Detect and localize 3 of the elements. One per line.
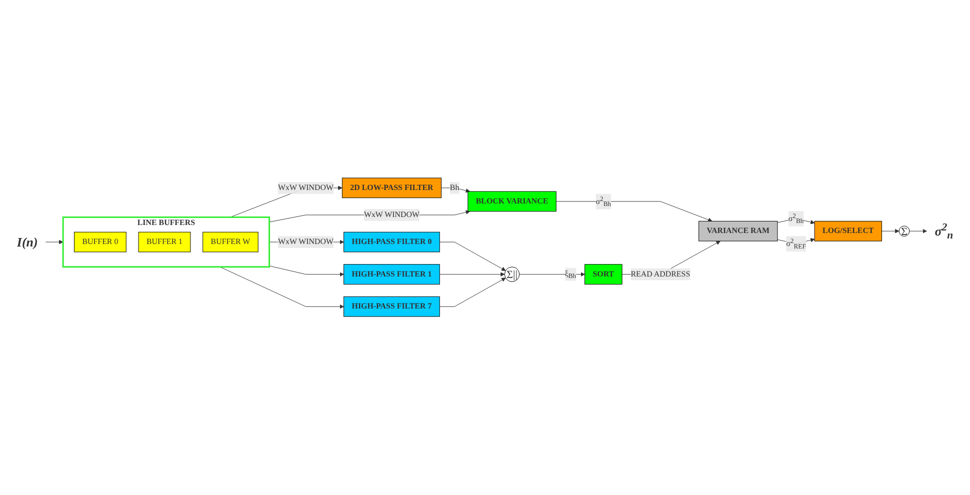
summation-circle: Σ [898, 225, 910, 238]
signal-label: I(n) [16, 235, 38, 250]
summation-circle: Σ|| [504, 266, 520, 282]
